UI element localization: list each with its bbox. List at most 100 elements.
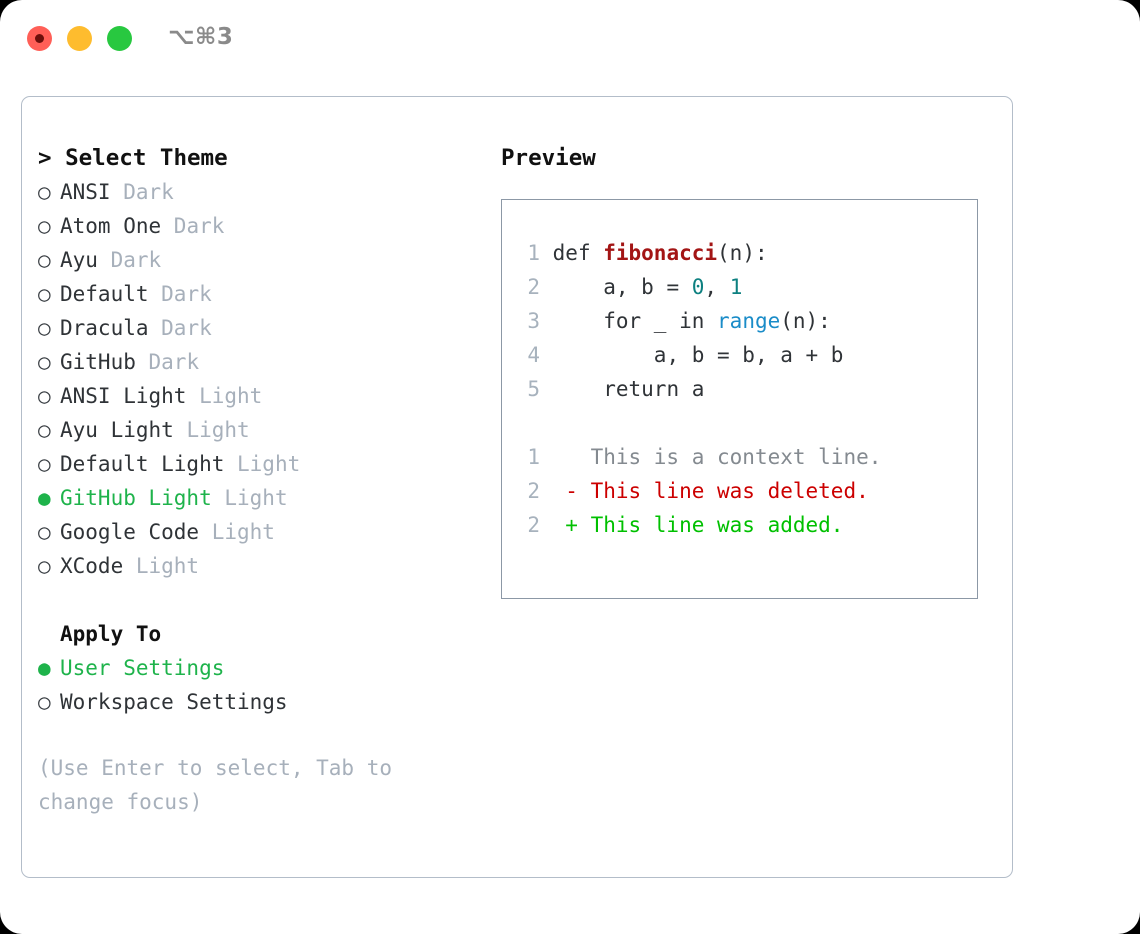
radio-unselected-icon: ○ [38, 316, 51, 340]
line-number: 1 [527, 241, 540, 265]
apply-to-list: ●User Settings ○ Workspace Settings [38, 651, 488, 719]
theme-option-ansi[interactable]: ○ANSI Dark [38, 175, 488, 209]
radio-unselected-icon: ○ [38, 180, 51, 204]
line-number: 2 [527, 479, 540, 503]
apply-to-option-label: User Settings [60, 656, 225, 680]
diff-sample: 1 This is a context line.2 - This line w… [518, 440, 977, 542]
keyboard-hint-text: (Use Enter to select, Tab to change focu… [38, 756, 393, 814]
code-line: 3 for _ in range(n): [518, 304, 977, 338]
theme-option-label: ANSI Light [60, 384, 200, 408]
code-token: a, b = b, a + b [552, 343, 844, 367]
code-diff-gap [518, 406, 977, 440]
apply-to-option-user-settings[interactable]: ●User Settings [38, 651, 488, 685]
radio-unselected-icon: ○ [38, 690, 51, 714]
code-token: range [717, 309, 781, 333]
radio-unselected-icon: ○ [38, 520, 51, 544]
diff-marker [540, 445, 591, 469]
gutter-space [540, 309, 553, 333]
apply-to-label: Apply To [60, 622, 162, 646]
theme-option-label: Ayu Light [60, 418, 187, 442]
preview-panel: Preview 1 def fibonacci(n):2 a, b = 0, 1… [501, 141, 1001, 599]
theme-option-ansi-light[interactable]: ○ ANSI Light Light [38, 379, 488, 413]
theme-option-variant-tag: Dark [148, 350, 200, 374]
content-card: > Select Theme ○ANSI Dark○Atom One Dark○… [21, 96, 1013, 878]
line-number: 2 [527, 513, 540, 537]
line-number: 2 [527, 275, 540, 299]
theme-option-label: GitHub [60, 350, 149, 374]
theme-option-label: Ayu [60, 248, 111, 272]
list-spacer [38, 583, 488, 617]
code-token: for _ in [552, 309, 718, 333]
radio-unselected-icon: ○ [38, 350, 51, 374]
theme-option-default[interactable]: ○ Default Dark [38, 277, 488, 311]
minimize-window-button[interactable] [67, 26, 92, 51]
radio-unselected-icon: ○ [38, 282, 51, 306]
code-line: 4 a, b = b, a + b [518, 338, 977, 372]
theme-option-variant-tag: Dark [161, 316, 212, 340]
radio-unselected-icon: ○ [38, 384, 51, 408]
radio-unselected-icon: ○ [38, 554, 51, 578]
select-theme-header: > Select Theme [38, 145, 228, 171]
theme-option-label: Dracula [60, 316, 162, 340]
line-number: 5 [527, 377, 540, 401]
apply-to-option-label: Workspace Settings [60, 690, 288, 714]
code-token: a, b = [552, 275, 692, 299]
diff-text: This is a context line. [590, 445, 882, 469]
theme-option-label: XCode [60, 554, 136, 578]
code-token: fibonacci [603, 241, 718, 265]
code-token: (n): [717, 241, 768, 265]
diff-line: 2 + This line was added. [518, 508, 977, 542]
radio-unselected-icon: ○ [38, 248, 51, 272]
radio-selected-icon: ● [38, 486, 51, 510]
code-token: 0 [691, 275, 705, 299]
theme-option-github-light[interactable]: ● GitHub Light Light [38, 481, 488, 515]
theme-option-label: Default Light [60, 452, 238, 476]
theme-option-variant-tag: Dark [161, 282, 212, 306]
theme-option-variant-tag: Dark [173, 214, 225, 238]
theme-option-label: Google Code [60, 520, 212, 544]
diff-marker: + [540, 513, 591, 537]
theme-option-github[interactable]: ○ GitHub Dark [38, 345, 488, 379]
theme-option-dracula[interactable]: ○ Dracula Dark [38, 311, 488, 345]
code-token: , [704, 275, 730, 299]
title-bar: ⌥⌘3 [0, 0, 1140, 80]
theme-option-google-code[interactable]: ○ Google Code Light [38, 515, 488, 549]
theme-option-variant-tag: Dark [123, 180, 174, 204]
theme-option-label: Atom One [60, 214, 174, 238]
radio-unselected-icon: ○ [38, 214, 51, 238]
code-line: 2 a, b = 0, 1 [518, 270, 977, 304]
theme-option-label: GitHub Light [60, 486, 225, 510]
gutter-space [540, 343, 553, 367]
theme-option-ayu-light[interactable]: ○Ayu Light Light [38, 413, 488, 447]
theme-option-xcode[interactable]: ○ XCode Light [38, 549, 488, 583]
gutter-space [540, 241, 553, 265]
theme-option-variant-tag: Light [135, 554, 200, 578]
theme-option-variant-tag: Dark [110, 248, 162, 272]
diff-text: This line was deleted. [590, 479, 869, 503]
preview-title: Preview [501, 145, 596, 171]
close-window-indicator-dot [35, 34, 44, 43]
theme-option-variant-tag: Light [224, 486, 288, 510]
radio-unselected-icon: ○ [38, 452, 51, 476]
theme-list: ○ANSI Dark○Atom One Dark○Ayu Dark○Defaul… [38, 175, 488, 583]
theme-option-ayu[interactable]: ○ Ayu Dark [38, 243, 488, 277]
apply-to-option-workspace-settings[interactable]: ○ Workspace Settings [38, 685, 488, 719]
code-line: 1 def fibonacci(n): [518, 236, 977, 270]
code-token: def [552, 241, 604, 265]
code-token: return a [552, 377, 705, 401]
diff-line: 1 This is a context line. [518, 440, 977, 474]
line-number: 3 [527, 309, 540, 333]
theme-option-default-light[interactable]: ○Default Light Light [38, 447, 488, 481]
theme-option-label: Default [60, 282, 162, 306]
code-line: 5 return a [518, 372, 977, 406]
code-token: 1 [729, 275, 743, 299]
keyboard-shortcut-label: ⌥⌘3 [168, 24, 234, 50]
gutter-space [540, 377, 553, 401]
theme-option-variant-tag: Light [199, 384, 263, 408]
code-token: (n): [780, 309, 831, 333]
maximize-window-button[interactable] [107, 26, 132, 51]
theme-option-variant-tag: Light [211, 520, 275, 544]
theme-option-atom-one[interactable]: ○ Atom One Dark [38, 209, 488, 243]
